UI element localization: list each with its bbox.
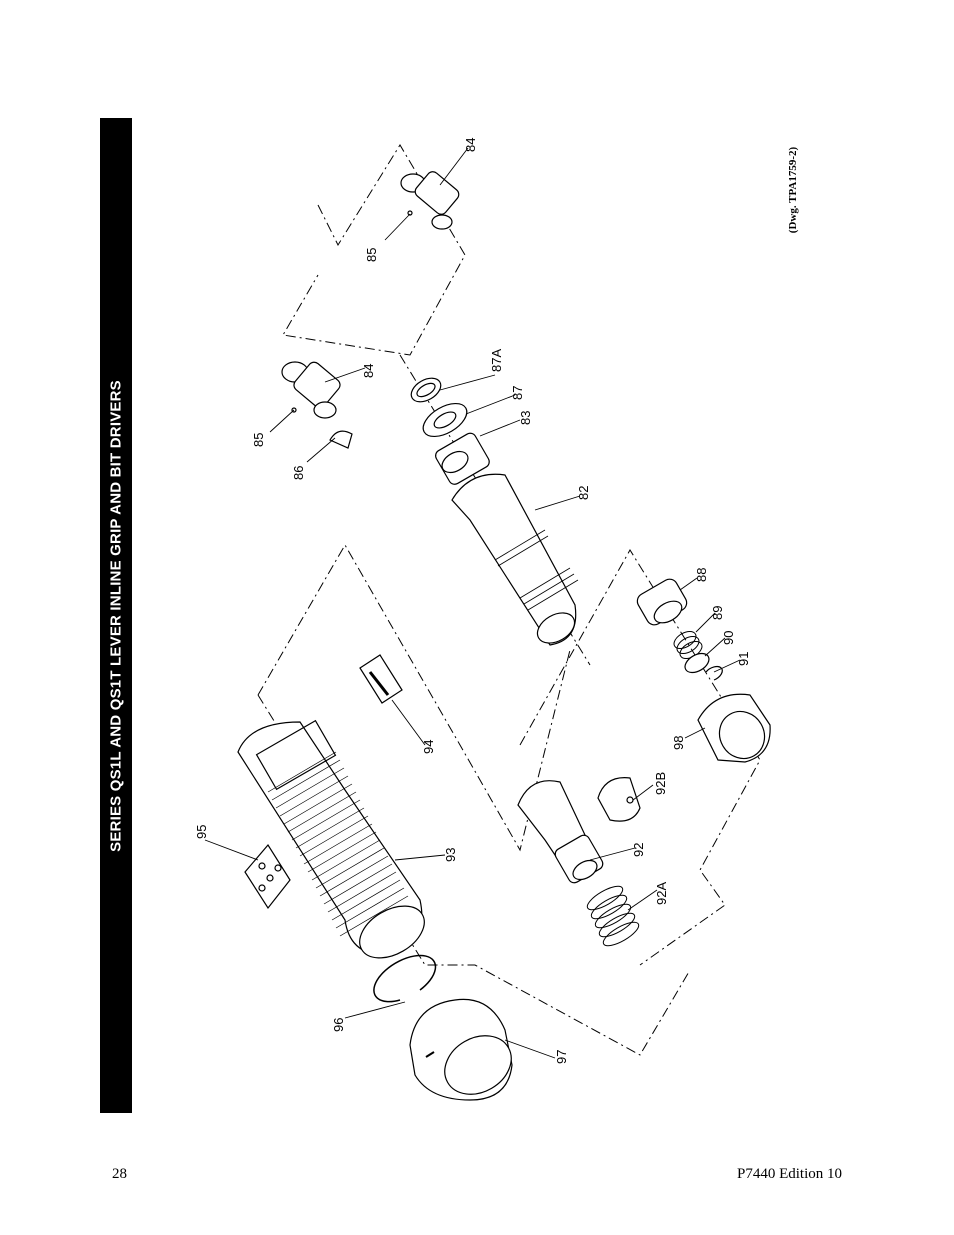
callout-87A: 87A bbox=[489, 349, 504, 372]
part-89 bbox=[673, 630, 703, 660]
part-93 bbox=[237, 719, 425, 959]
section-title-banner bbox=[100, 118, 132, 1113]
callout-labels: 84 85 84 85 86 87A 87 83 82 88 89 90 91 … bbox=[194, 138, 751, 1064]
part-97 bbox=[409, 998, 513, 1101]
part-87A bbox=[410, 377, 442, 403]
callout-91: 91 bbox=[736, 652, 751, 666]
part-84-top bbox=[400, 171, 460, 230]
callout-89: 89 bbox=[710, 606, 725, 620]
callout-85-top: 85 bbox=[364, 248, 379, 262]
callout-95: 95 bbox=[194, 825, 209, 839]
callout-84-mid: 84 bbox=[361, 364, 376, 378]
callout-97: 97 bbox=[554, 1050, 569, 1064]
part-83 bbox=[435, 432, 490, 485]
callout-92B: 92B bbox=[653, 772, 668, 795]
part-88 bbox=[636, 578, 688, 626]
callout-85-mid: 85 bbox=[251, 433, 266, 447]
callout-82: 82 bbox=[576, 486, 591, 500]
callout-84-top: 84 bbox=[463, 138, 478, 152]
part-96 bbox=[373, 954, 437, 1003]
edition-label: P7440 Edition 10 bbox=[736, 1166, 842, 1182]
callout-92A: 92A bbox=[654, 882, 669, 905]
drawing-reference: (Dwg. TPA1759-2) bbox=[787, 146, 799, 234]
callout-90: 90 bbox=[721, 631, 736, 645]
part-90 bbox=[684, 652, 710, 674]
callout-96: 96 bbox=[331, 1018, 346, 1032]
callout-87: 87 bbox=[510, 386, 525, 400]
callout-92: 92 bbox=[631, 843, 646, 857]
part-82 bbox=[451, 473, 579, 646]
leader-lines bbox=[204, 147, 741, 1059]
part-84-mid bbox=[281, 361, 353, 449]
callout-88: 88 bbox=[694, 568, 709, 582]
part-92B bbox=[597, 777, 641, 822]
part-98 bbox=[697, 693, 771, 763]
callout-93: 93 bbox=[443, 848, 458, 862]
callout-98: 98 bbox=[671, 736, 686, 750]
callout-83: 83 bbox=[518, 411, 533, 425]
part-94 bbox=[359, 654, 403, 704]
part-92 bbox=[517, 780, 604, 884]
part-91 bbox=[705, 665, 723, 681]
callout-86: 86 bbox=[291, 466, 306, 480]
part-87 bbox=[422, 402, 468, 438]
part-95 bbox=[244, 843, 291, 910]
callout-94: 94 bbox=[421, 740, 436, 754]
page-number: 28 bbox=[112, 1166, 127, 1182]
part-92A bbox=[586, 885, 640, 947]
